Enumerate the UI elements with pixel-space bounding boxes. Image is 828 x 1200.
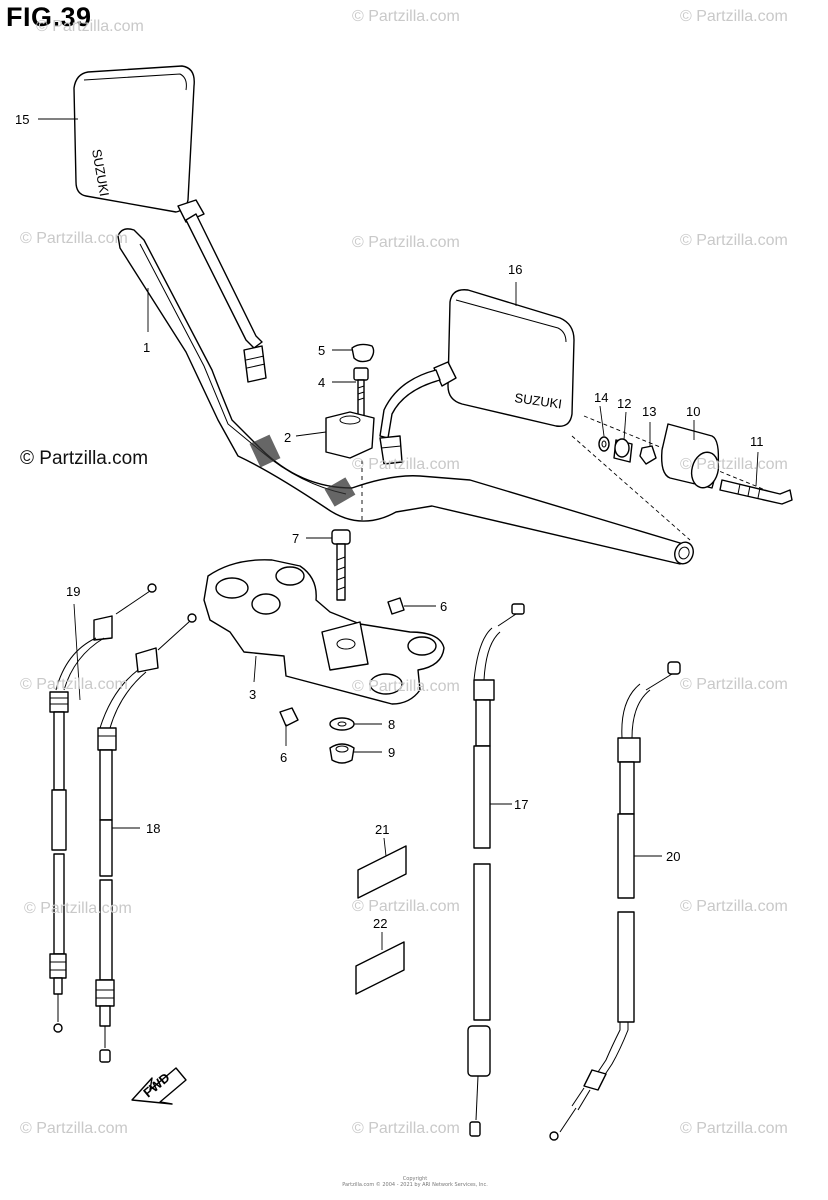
copyright-notice: Copyright Partzilla.com © 2004 - 2021 by… <box>330 1176 500 1188</box>
watermark: © Partzilla.com <box>680 1120 788 1137</box>
callout-8: 8 <box>388 717 395 732</box>
callout-7: 7 <box>292 531 299 546</box>
callout-18: 18 <box>146 821 160 836</box>
callout-17: 17 <box>514 797 528 812</box>
copyright-line: Copyright <box>402 1176 428 1182</box>
callout-12: 12 <box>617 396 631 411</box>
callout-1: 1 <box>143 340 150 355</box>
throttle-cable <box>467 603 525 1137</box>
callout-11: 11 <box>750 434 764 449</box>
brake-cable <box>95 613 197 1063</box>
handlebar-holder-assembly <box>203 529 445 764</box>
callout-3: 3 <box>249 687 256 702</box>
callout-14: 14 <box>594 390 608 405</box>
mirror-brand-text-right: SUZUKI <box>514 390 563 411</box>
throttle-return-cable <box>549 661 681 1141</box>
watermark: © Partzilla.com <box>24 900 132 917</box>
handlebar <box>117 228 694 565</box>
callout-10: 10 <box>686 404 700 419</box>
callout-21: 21 <box>375 822 389 837</box>
callout-9: 9 <box>388 745 395 760</box>
copyright-line: Partzilla.com © 2004 - 2021 by ARI Netwo… <box>342 1182 488 1188</box>
figure-title: FIG.39 <box>6 2 92 32</box>
clamp-assembly <box>325 343 375 520</box>
watermark: © Partzilla.com <box>352 456 460 473</box>
watermark: © Partzilla.com <box>680 232 788 249</box>
watermark: © Partzilla.com <box>352 234 460 251</box>
callout-numbers: 15 1 16 5 4 2 14 12 13 10 11 7 6 19 3 8 … <box>15 112 764 931</box>
right-mirror: SUZUKI <box>379 289 575 465</box>
callout-20: 20 <box>666 849 680 864</box>
callout-15: 15 <box>15 112 29 127</box>
callout-6-upper: 6 <box>440 599 447 614</box>
watermark: © Partzilla.com <box>20 230 128 247</box>
watermark: © Partzilla.com <box>352 8 460 25</box>
watermark: © Partzilla.com <box>36 18 144 35</box>
clutch-cable <box>49 583 157 1033</box>
watermark: © Partzilla.com <box>20 676 128 693</box>
callout-13: 13 <box>642 404 656 419</box>
grip-assembly <box>571 415 793 541</box>
callout-22: 22 <box>373 916 387 931</box>
fwd-arrow-icon: FWD <box>131 1067 187 1105</box>
watermark: © Partzilla.com <box>680 676 788 693</box>
callout-16: 16 <box>508 262 522 277</box>
watermark: © Partzilla.com <box>680 898 788 915</box>
watermark: © Partzilla.com <box>680 8 788 25</box>
callout-5: 5 <box>318 343 325 358</box>
partzilla-brand: © Partzilla.com <box>20 448 149 469</box>
watermark: © Partzilla.com <box>352 898 460 915</box>
leader-lines <box>38 118 759 950</box>
callout-4: 4 <box>318 375 325 390</box>
watermark: © Partzilla.com <box>352 678 460 695</box>
watermark: © Partzilla.com <box>680 456 788 473</box>
labels <box>355 845 407 995</box>
watermark: © Partzilla.com <box>20 1120 128 1137</box>
left-mirror: SUZUKI <box>73 65 267 383</box>
watermark: © Partzilla.com <box>352 1120 460 1137</box>
callout-2: 2 <box>284 430 291 445</box>
callout-19: 19 <box>66 584 80 599</box>
callout-6-lower: 6 <box>280 750 287 765</box>
